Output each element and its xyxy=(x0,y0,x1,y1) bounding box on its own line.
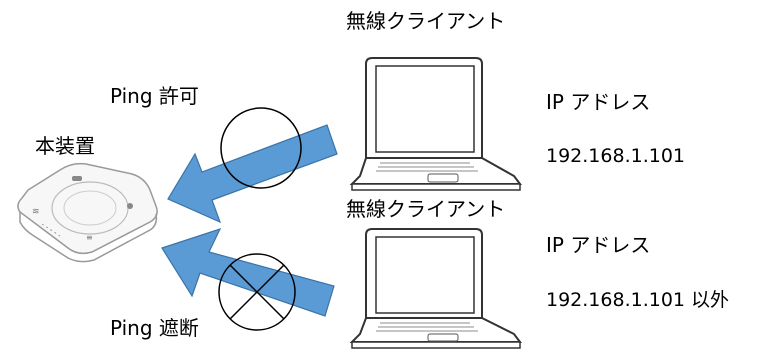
client-top-ip-value: 192.168.1.101 xyxy=(546,145,686,167)
ping-allowed-label: Ping 許可 xyxy=(110,84,199,108)
client-bottom-ip-label: IP アドレス xyxy=(546,233,651,257)
ping-blocked-arrow xyxy=(161,227,335,317)
laptop-top-icon xyxy=(349,57,522,191)
blocked-cross-icon xyxy=(218,253,296,331)
svg-text:≋: ≋ xyxy=(32,207,40,217)
ping-blocked-label: Ping 遮断 xyxy=(110,316,199,340)
laptop-bottom-icon xyxy=(349,228,522,349)
client-top-ip-label: IP アドレス xyxy=(546,90,651,114)
allowed-circle-icon xyxy=(220,107,302,189)
client-top-label: 無線クライアント xyxy=(346,9,506,33)
router-device-icon: ≋ ≡ xyxy=(17,162,158,263)
client-bottom-ip-value: 192.168.1.101 以外 xyxy=(546,289,730,311)
svg-text:≡: ≡ xyxy=(86,233,93,242)
client-bottom-label: 無線クライアント xyxy=(346,197,506,221)
ping-allowed-arrow xyxy=(167,124,338,224)
device-label: 本装置 xyxy=(35,134,95,158)
